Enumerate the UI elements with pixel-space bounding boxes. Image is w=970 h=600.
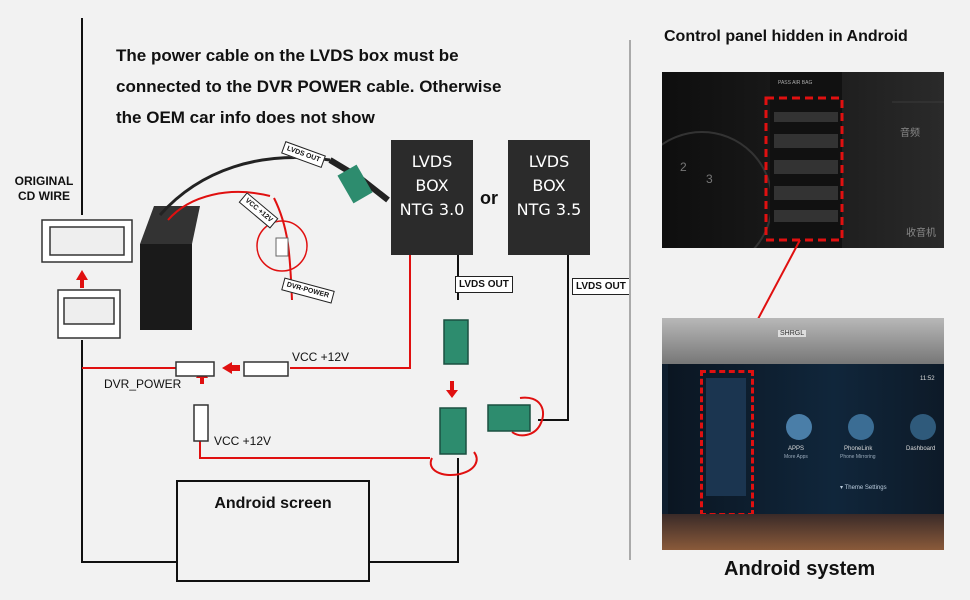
red-wires [82,255,545,476]
lvds-box-ntg35: LVDS BOX NTG 3.5 [508,140,590,255]
note-line-2: connected to the DVR POWER cable. Otherw… [116,77,502,96]
car-plate: SHRGL [778,330,807,337]
dvr-power-label: DVR_POWER [104,377,182,391]
original-cd-wire-label: ORIGINAL CD WIRE [10,174,78,204]
lvds-box-35-line-3: NTG 3.5 [516,200,582,219]
app-label-dashboard: Dashboard [906,446,936,452]
instruction-note: The power cable on the LVDS box must be … [116,40,586,133]
control-panel-photo: PASS AIR BAG 2 3 音频 收音机 [662,72,944,248]
power-module [140,156,331,330]
fuse-circle [256,220,308,272]
dashboard-bottom [662,514,944,550]
note-line-3: the OEM car info does not show [116,108,375,127]
wiring-diagram [41,18,569,563]
cd-wire-connector [41,219,133,339]
clock-label: 11:52 [920,376,935,382]
android-screen-label: Android screen [214,495,332,512]
lvds-box-30-line-1: LVDS [411,152,453,171]
lvds-box-30-line-2: BOX [415,176,449,195]
car-windscreen-area [662,318,944,364]
app-icon-phonelink[interactable] [848,414,874,440]
vcc-top-label: VCC +12V [292,350,350,364]
control-panel-drawing [662,72,944,248]
android-system-caption: Android system [724,558,876,580]
app-label-apps: APPS [788,446,805,452]
cd-wire-line-1: ORIGINAL [14,174,74,188]
lvds-connector-mid [439,319,531,455]
vertical-divider [629,40,631,560]
android-system-photo: SHRGL 11:52 APPS More Apps PhoneLink Pho… [662,318,944,550]
theme-settings[interactable]: ▾ Theme Settings [840,485,887,491]
note-line-1: The power cable on the LVDS box must be [116,46,459,65]
android-screen-box: Android screen [176,480,370,582]
or-label: or [480,188,498,208]
panel-top-label: PASS AIR BAG [778,80,813,86]
lvds-box-35-line-2: BOX [532,176,566,195]
lvds-box-30-line-3: NTG 3.0 [399,200,465,219]
vcc-bottom-label: VCC +12V [214,434,272,448]
app-icon-apps[interactable] [786,414,812,440]
app-sub-phonelink: Phone Mirroring [840,454,876,460]
crimp-connectors [175,361,289,442]
cd-wire-line-2: CD WIRE [18,189,70,203]
app-label-phonelink: PhoneLink [844,446,873,452]
hidden-panel-highlight [700,370,754,516]
chinese-label-2: 收音机 [906,228,936,239]
chinese-label-1: 音频 [900,128,920,139]
lvds-out-tag-b: LVDS OUT [572,278,630,295]
lvds-box-35-line-1: LVDS [528,152,570,171]
lvds-out-tag-a: LVDS OUT [455,276,513,293]
lvds-box-ntg30: LVDS BOX NTG 3.0 [391,140,473,255]
app-icon-dashboard[interactable] [910,414,936,440]
hidden-panel-strip [706,378,746,496]
gauge-number-2: 2 [680,160,687,174]
gauge-number-3: 3 [706,172,713,186]
lvds-cable-top [328,157,390,204]
app-sub-apps: More Apps [784,454,808,460]
right-panel-title: Control panel hidden in Android [664,28,908,45]
